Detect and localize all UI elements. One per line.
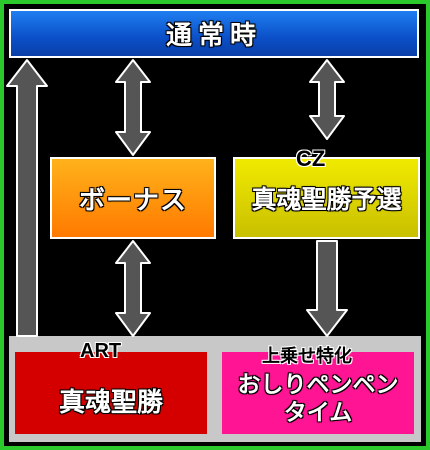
joushi-node: おしりペンペン タイム	[222, 352, 414, 434]
art-caption: ART	[80, 340, 122, 362]
bonus-node: ボーナス	[50, 157, 216, 239]
normal-state-node: 通常時	[9, 9, 419, 58]
art-node: 真魂聖勝	[15, 352, 207, 434]
arrow-normal-cz	[309, 59, 345, 140]
cz-caption: CZ	[296, 146, 326, 171]
arrow-normal-bonus	[115, 59, 151, 156]
cz-node: 真魂聖勝予選	[233, 157, 420, 239]
arrow-cz-joushi	[306, 240, 348, 337]
arrow-art-to-normal	[6, 59, 48, 337]
arrow-bonus-art	[115, 240, 151, 337]
joushi-caption: 上乗せ特化	[262, 346, 352, 366]
